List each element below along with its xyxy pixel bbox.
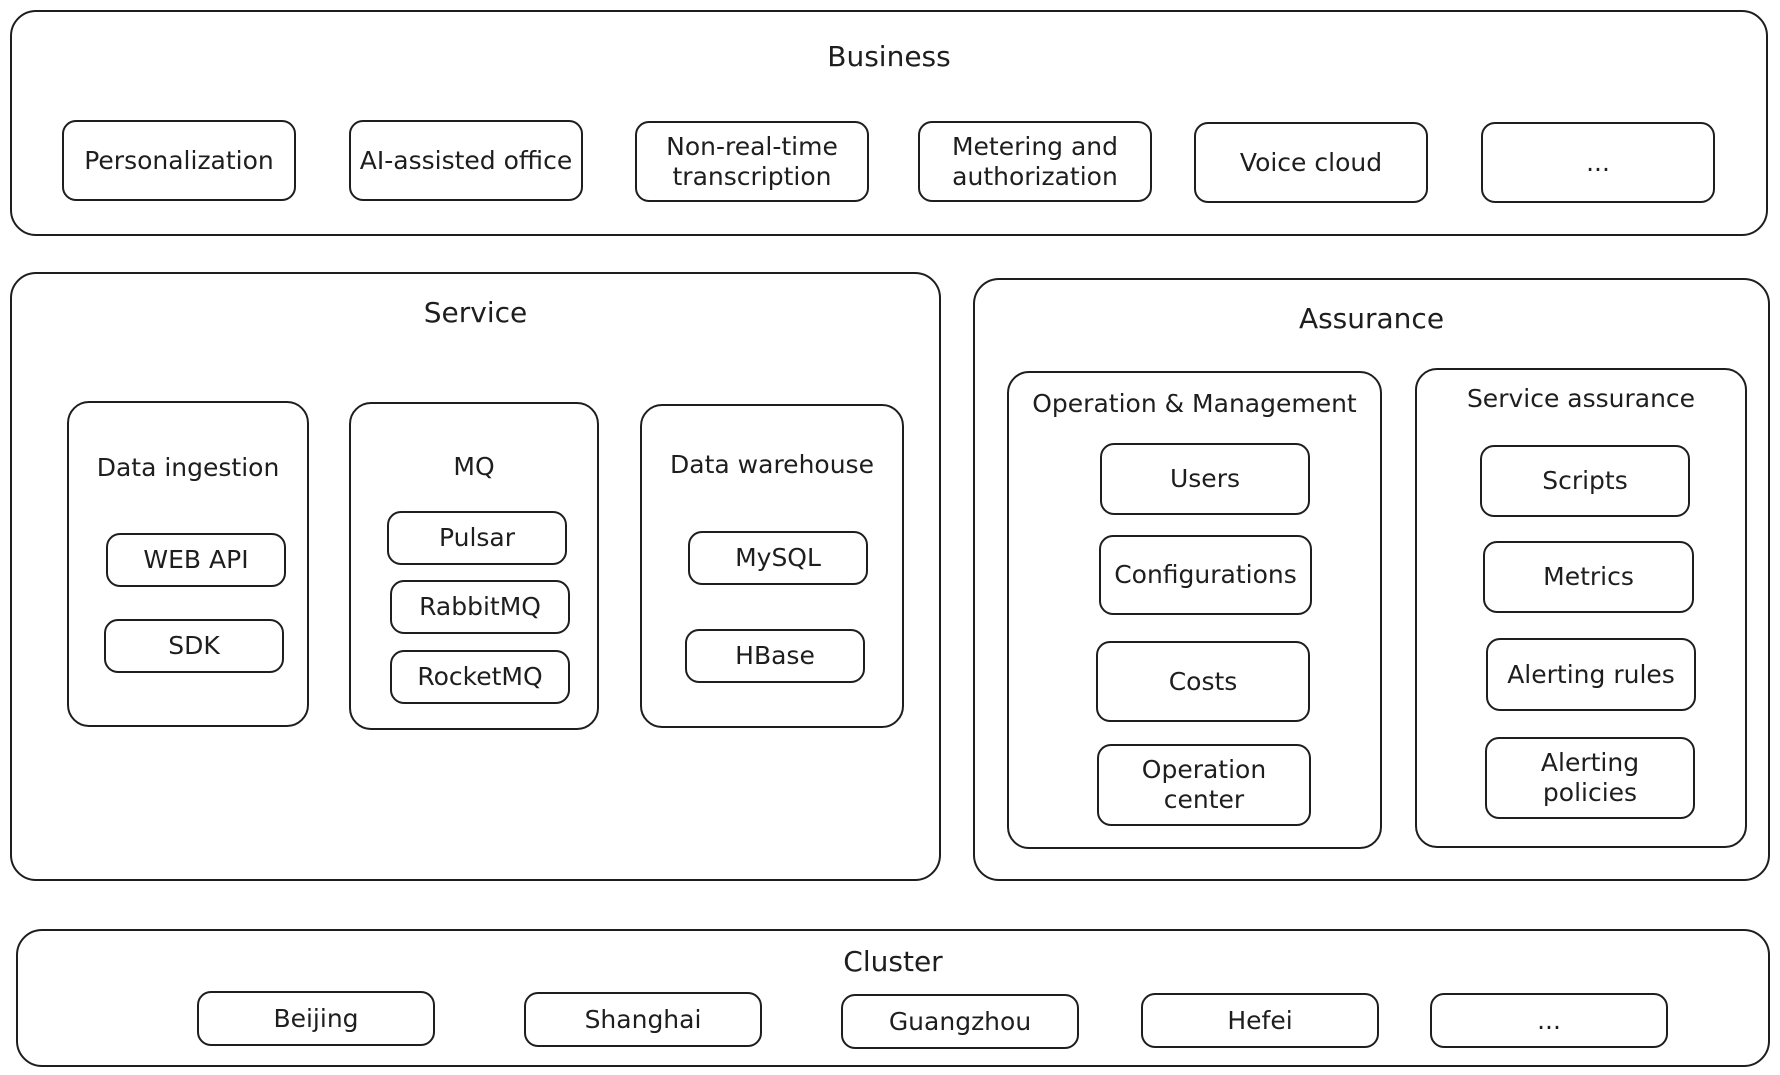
- cluster-item-guangzhou: Guangzhou: [841, 994, 1079, 1049]
- service-title: Service: [423, 296, 528, 329]
- scripts-box: Scripts: [1480, 445, 1690, 517]
- costs-box: Costs: [1096, 641, 1310, 722]
- rocketmq-box: RocketMQ: [390, 650, 570, 704]
- cluster-title: Cluster: [843, 945, 943, 978]
- assurance-title: Assurance: [1298, 302, 1445, 335]
- alerting-rules-box: Alerting rules: [1486, 638, 1696, 711]
- service-assurance-title: Service assurance: [1466, 384, 1696, 413]
- data-warehouse-title: Data warehouse: [670, 450, 874, 479]
- alerting-policies-box: Alerting policies: [1485, 737, 1695, 819]
- rabbitmq-box: RabbitMQ: [390, 580, 570, 634]
- hbase-box: HBase: [685, 629, 865, 683]
- pulsar-box: Pulsar: [387, 511, 567, 565]
- cluster-item-hefei: Hefei: [1141, 993, 1379, 1048]
- mq-title: MQ: [453, 452, 495, 481]
- cluster-item-more: ...: [1430, 993, 1668, 1048]
- business-item-metering-authorization: Metering and authorization: [918, 121, 1152, 202]
- metrics-box: Metrics: [1483, 541, 1694, 613]
- business-item-ai-assisted-office: AI-assisted office: [349, 120, 583, 201]
- cluster-item-shanghai: Shanghai: [524, 992, 762, 1047]
- business-item-voice-cloud: Voice cloud: [1194, 122, 1428, 203]
- business-layer: Business: [10, 10, 1768, 236]
- data-ingestion-title: Data ingestion: [96, 453, 280, 482]
- business-item-non-real-time-transcription: Non-real-time transcription: [635, 121, 869, 202]
- business-item-more: ...: [1481, 122, 1715, 203]
- cluster-item-beijing: Beijing: [197, 991, 435, 1046]
- web-api-box: WEB API: [106, 533, 286, 587]
- operation-management-title: Operation & Management: [1032, 389, 1357, 418]
- sdk-box: SDK: [104, 619, 284, 673]
- mysql-box: MySQL: [688, 531, 868, 585]
- configurations-box: Configurations: [1099, 535, 1312, 615]
- operation-center-box: Operation center: [1097, 744, 1311, 826]
- business-item-personalization: Personalization: [62, 120, 296, 201]
- business-title: Business: [827, 40, 951, 73]
- users-box: Users: [1100, 443, 1310, 515]
